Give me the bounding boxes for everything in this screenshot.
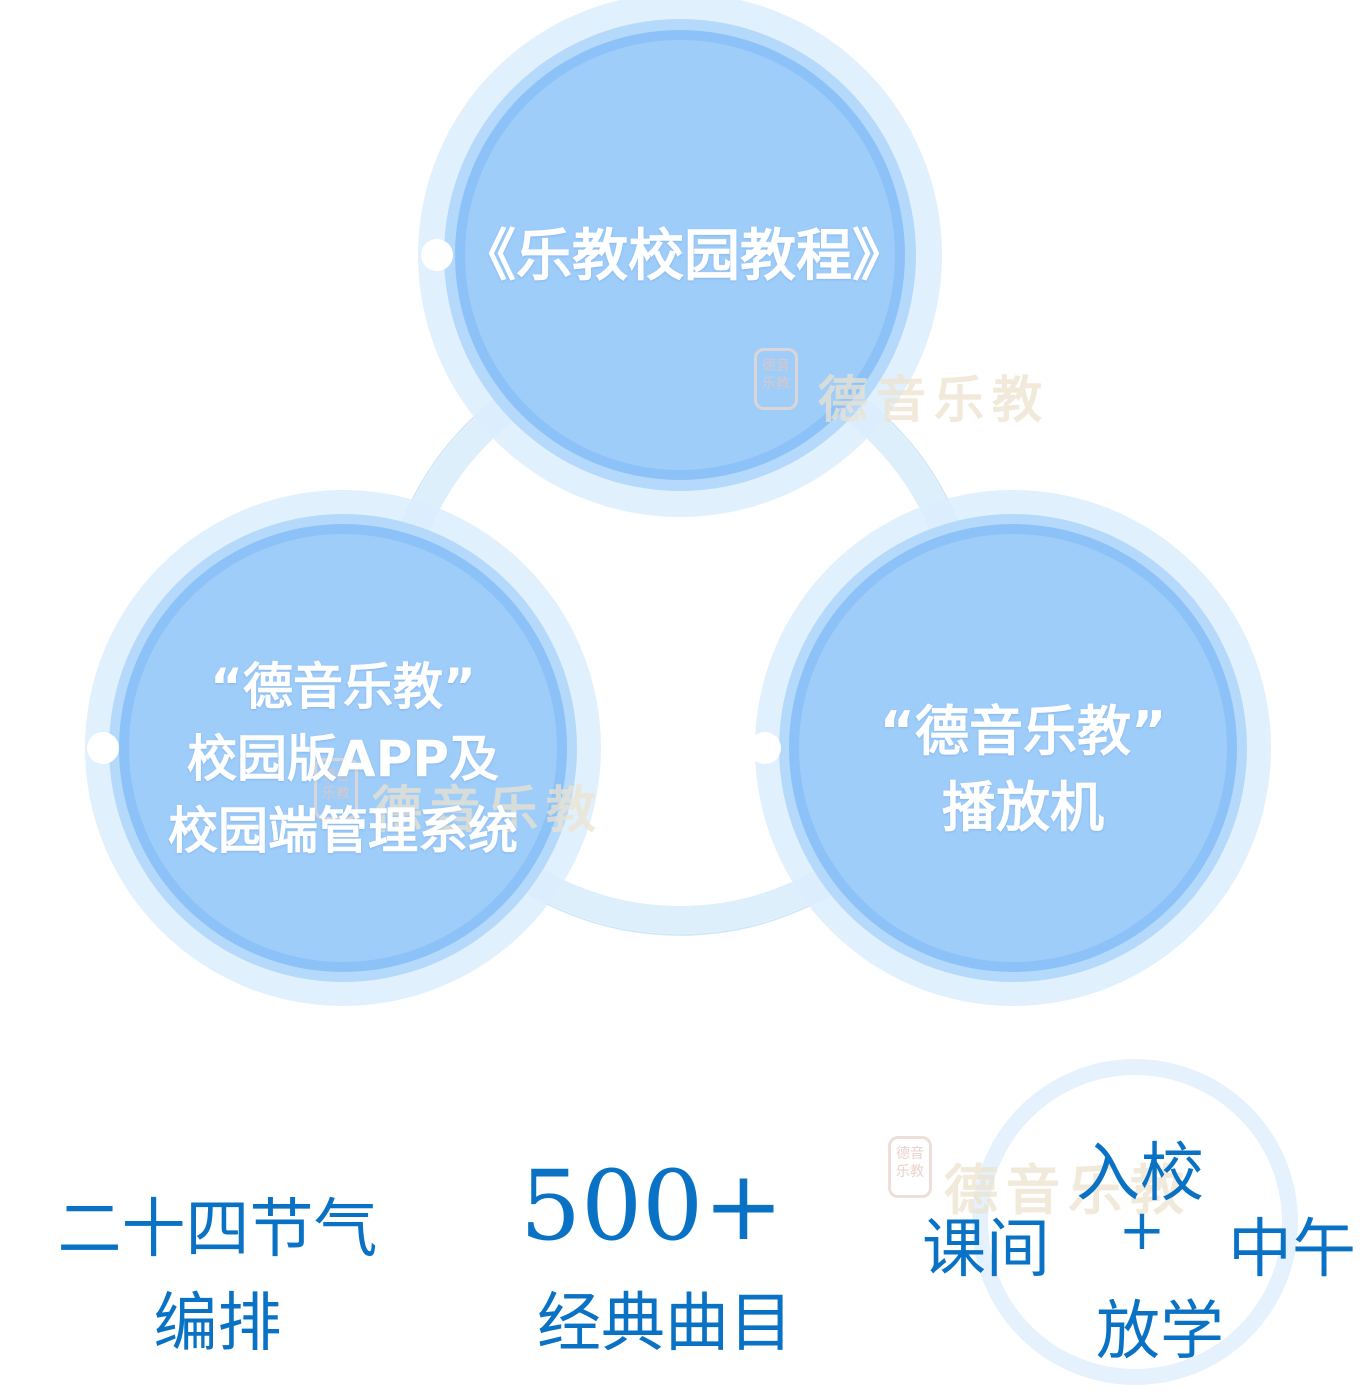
- stat-schedule-plus: +: [1118, 1198, 1166, 1263]
- stat-schedule-left: 课间: [922, 1213, 1050, 1287]
- watermark-seal: 德音乐教: [754, 348, 798, 410]
- watermark-text: 德音乐教: [372, 780, 604, 839]
- circle-left-label-line2: 校园版APP及: [187, 730, 499, 788]
- circle-right-label-line2: 播放机: [942, 776, 1104, 839]
- circle-left: [85, 490, 601, 1006]
- stat-schedule-top: 入校: [1076, 1137, 1204, 1211]
- stat-solar-terms-line1: 二十四节气: [57, 1193, 378, 1267]
- watermark-text: 德音乐教: [818, 370, 1050, 429]
- watermark-seal: 德音乐教: [888, 1136, 932, 1198]
- circle-left-label-line1: “德音乐教”: [210, 658, 476, 716]
- schedule-deco-ring: [972, 1059, 1298, 1385]
- circle-left-label-line3: 校园端管理系统: [168, 802, 518, 860]
- stat-songs-label: 经典曲目: [537, 1287, 793, 1361]
- stat-songs-number: 500+: [520, 1150, 784, 1262]
- circle-top: [418, 0, 942, 517]
- stat-schedule-bottom: 放学: [1096, 1295, 1224, 1369]
- circle-right: [749, 490, 1271, 1006]
- circle-top-label: 《乐教校园教程》: [460, 224, 908, 289]
- watermark-text: 德音乐教: [944, 1158, 1192, 1222]
- stat-solar-terms-line2: 编排: [153, 1287, 282, 1361]
- stat-schedule-right: 中午: [1228, 1213, 1356, 1287]
- circle-right-label-line1: “德音乐教”: [879, 700, 1167, 763]
- watermark-seal: 德音乐教: [314, 758, 358, 820]
